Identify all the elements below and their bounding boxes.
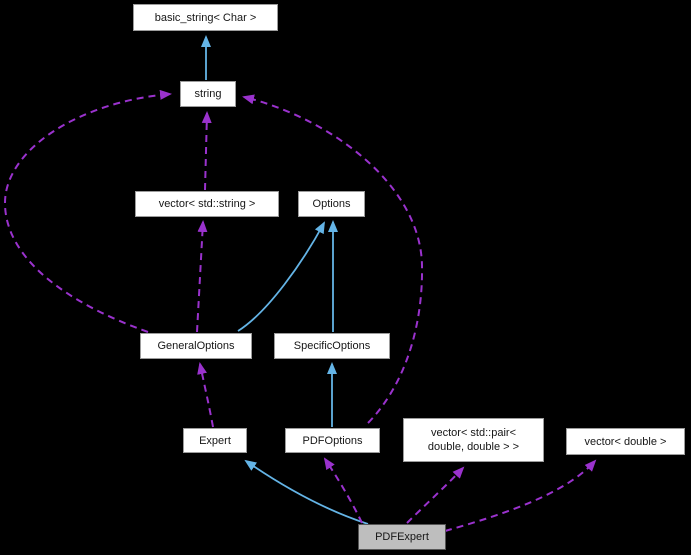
node-vector-std-string[interactable]: vector< std::string > bbox=[135, 191, 279, 217]
node-vector-double[interactable]: vector< double > bbox=[566, 428, 685, 455]
edge-generaloptions-to-options bbox=[237, 221, 325, 332]
node-basic-string[interactable]: basic_string< Char > bbox=[133, 4, 278, 31]
node-label: double, double > > bbox=[427, 441, 520, 453]
edge-generaloptions-to-vectorstring bbox=[196, 220, 208, 333]
node-label: basic_string< Char > bbox=[154, 11, 257, 24]
node-generaloptions[interactable]: GeneralOptions bbox=[140, 333, 252, 359]
node-label: SpecificOptions bbox=[293, 340, 371, 352]
node-label: vector< std::pair< bbox=[431, 427, 516, 439]
edge-expert-to-generaloptions bbox=[197, 362, 214, 428]
edge-pdfexpert-to-vectordouble bbox=[444, 459, 597, 532]
node-expert[interactable]: Expert bbox=[183, 428, 247, 453]
node-options[interactable]: Options bbox=[298, 191, 365, 217]
edge-pdfexpert-to-vectorpair bbox=[406, 466, 465, 524]
node-string[interactable]: string bbox=[180, 81, 236, 107]
edge-vectorstring-to-string bbox=[201, 111, 212, 191]
edge-pdfexpert-to-expert bbox=[244, 459, 369, 525]
node-label: vector< std::string > bbox=[158, 198, 256, 210]
edge-generaloptions-to-string-arc bbox=[3, 89, 172, 333]
node-label: string bbox=[194, 88, 222, 100]
node-specificoptions[interactable]: SpecificOptions bbox=[274, 333, 390, 359]
node-label: PDFOptions bbox=[302, 434, 363, 447]
edge-pdfoptions-to-string-arc bbox=[242, 94, 424, 424]
edge-pdfexpert-to-pdfoptions bbox=[323, 457, 363, 524]
node-label: Expert bbox=[199, 434, 231, 447]
node-pdfexpert[interactable]: PDFExpert bbox=[358, 524, 446, 550]
node-label: vector< double > bbox=[584, 435, 667, 448]
node-label: GeneralOptions bbox=[157, 340, 235, 352]
node-label: PDFExpert bbox=[375, 531, 429, 543]
node-label: Options bbox=[312, 198, 351, 210]
node-pdfoptions[interactable]: PDFOptions bbox=[285, 428, 380, 453]
node-vector-std-pair[interactable]: vector< std::pair< double, double > > bbox=[403, 418, 544, 462]
